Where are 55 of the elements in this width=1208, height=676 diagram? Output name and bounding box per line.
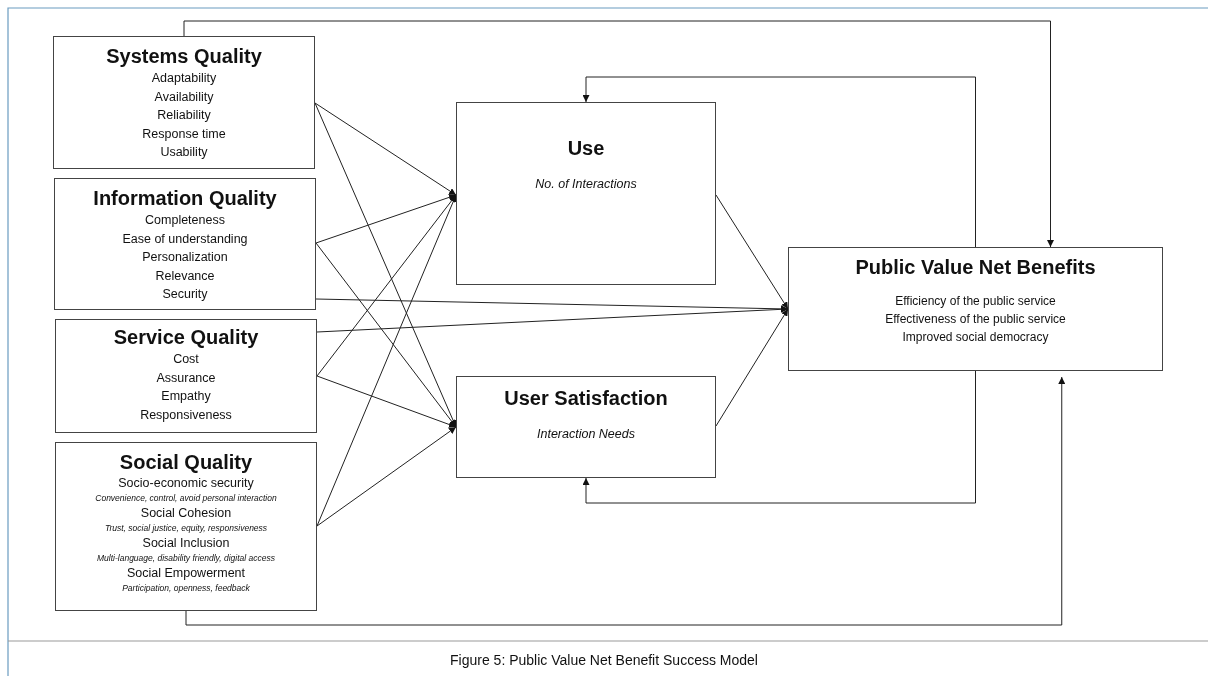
item-text: Personalization — [142, 249, 228, 266]
item-text: Interaction Needs — [537, 426, 635, 443]
box-heading: Use — [567, 136, 605, 161]
item-text: Ease of understanding — [122, 230, 248, 248]
arrow — [316, 305, 789, 333]
box — [456, 102, 716, 285]
item-text: Usability — [160, 144, 208, 161]
item-text: Reliability — [157, 107, 211, 124]
box-heading: Social Quality — [119, 450, 253, 475]
item-text: Socio-economic security — [118, 475, 254, 492]
item-text: Social Empowerment — [126, 565, 246, 582]
item-text: Response time — [142, 125, 226, 143]
box-heading: Information Quality — [93, 186, 277, 211]
item-text: Availability — [154, 88, 214, 106]
arrow — [316, 375, 457, 428]
arrow — [185, 376, 1066, 626]
item-note: Convenience, control, avoid personal interaction — [95, 492, 277, 505]
box — [788, 247, 1163, 371]
box — [55, 442, 317, 611]
item-text: Assurance — [156, 369, 216, 387]
item-text: Improved social democracy — [902, 329, 1049, 346]
item-text: Social Cohesion — [140, 505, 232, 522]
item-text: Empathy — [161, 388, 211, 405]
item-text: Effectiveness of the public service — [885, 311, 1066, 328]
box-heading: Systems Quality — [106, 44, 262, 69]
arrow — [315, 242, 457, 428]
box — [53, 36, 315, 169]
item-text: Cost — [173, 351, 199, 368]
item-text: Completeness — [145, 212, 225, 229]
box-heading: User Satisfaction — [504, 386, 668, 411]
item-text: Relevance — [155, 267, 215, 285]
arrow — [183, 20, 1054, 248]
arrow — [582, 76, 976, 248]
box-heading: Public Value Net Benefits — [855, 255, 1096, 280]
item-text: Social Inclusion — [142, 535, 230, 552]
item-text: No. of Interactions — [535, 176, 637, 193]
arrow — [715, 194, 789, 310]
figure-caption: Figure 5: Public Value Net Benefit Success Model — [450, 652, 758, 668]
item-note: Multi-language, disability friendly, digital access — [97, 552, 275, 565]
arrow — [582, 370, 976, 504]
box — [54, 178, 316, 310]
arrow — [316, 426, 457, 527]
box-heading: Service Quality — [113, 325, 259, 350]
arrow — [715, 308, 789, 427]
arrow — [315, 193, 457, 244]
item-text: Responsiveness — [140, 406, 232, 424]
arrow — [316, 194, 457, 377]
box — [55, 319, 317, 433]
arrow — [314, 102, 457, 196]
item-note: Participation, openness, feedback — [122, 582, 250, 595]
item-text: Security — [162, 286, 208, 303]
item-text: Adaptability — [151, 70, 217, 87]
box — [456, 376, 716, 478]
item-note: Trust, social justice, equity, responsiveness — [104, 522, 268, 535]
item-text: Efficiency of the public service — [895, 293, 1056, 310]
